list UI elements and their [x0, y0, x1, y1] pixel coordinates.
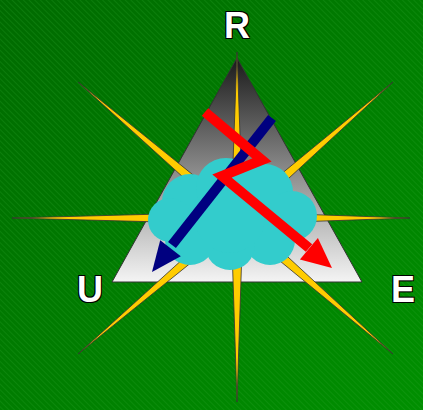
axis-letter: R	[224, 8, 250, 44]
axis-letter: E	[391, 272, 415, 308]
blue-arrow	[152, 118, 272, 272]
compass-star	[12, 52, 410, 402]
red-lightning-arrow	[205, 112, 332, 268]
axis-letter: U	[77, 272, 103, 308]
